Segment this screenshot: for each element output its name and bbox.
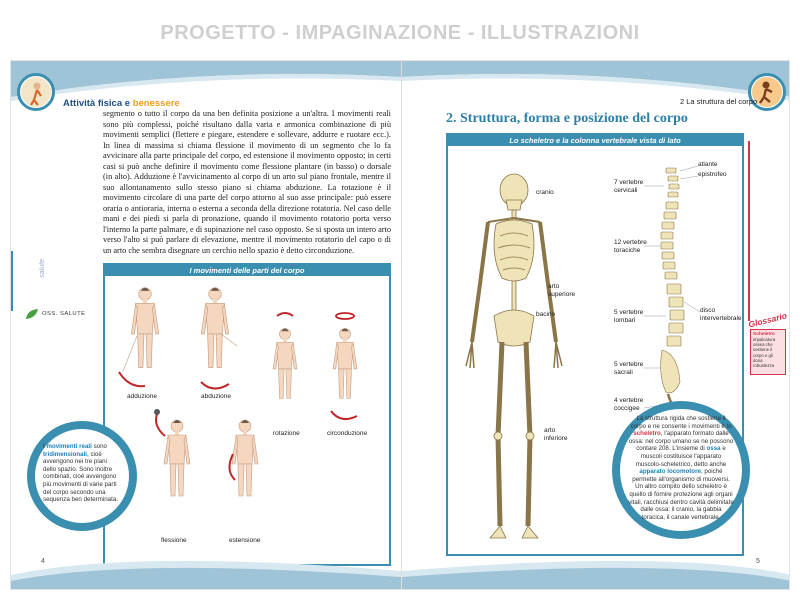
- sidebar-vertical-text: salute: [39, 259, 46, 278]
- sidebar-logo: OSS. SALUTE: [25, 308, 95, 320]
- label-lombari-1: 5 vertebre: [614, 309, 644, 316]
- left-header-medallion: [17, 73, 55, 111]
- callout-part: La struttura rigida che sostiene il corp…: [630, 415, 732, 430]
- callout-part: , poiché permette all'organismo di muove…: [628, 468, 734, 521]
- right-callout-disc: [620, 409, 742, 531]
- right-header-band: [402, 61, 789, 101]
- right-header-medallion: [748, 73, 786, 111]
- glossary-term: Scheletro: [753, 332, 775, 337]
- project-title: PROGETTO - IMPAGINAZIONE - ILLUSTRAZIONI: [160, 22, 640, 44]
- left-page-number: 4: [41, 558, 45, 565]
- callout-highlight: ossa: [706, 445, 721, 453]
- callout-part: sono: [91, 443, 107, 450]
- label-epistrofeo: epistrofeo: [698, 171, 727, 178]
- label-cervicali-2: cervicali: [614, 187, 638, 194]
- glossary-rule: [748, 141, 750, 321]
- label-toraciche-1: 12 vertebre: [614, 239, 647, 246]
- label-sacrali-2: sacrali: [614, 369, 633, 376]
- right-callout-text: La struttura rigida che sostiene il corp…: [628, 415, 734, 521]
- header-label-accent: benessere: [132, 98, 180, 109]
- athlete-icon: [21, 77, 51, 107]
- movements-box-title: I movimenti delle parti del corpo: [105, 265, 389, 276]
- label-arto-superiore-2: superiore: [548, 291, 576, 298]
- label-cervicali-1: 7 vertebre: [614, 179, 644, 186]
- label-abduzione: abduzione: [201, 393, 231, 400]
- left-footer-wave: [11, 560, 401, 589]
- callout-highlight: apparato locomotore: [639, 468, 701, 476]
- callout-part: I: [43, 443, 47, 450]
- right-page-number: 5: [756, 558, 760, 565]
- glossary-box: Scheletro impalcatura ossea che sostiene…: [750, 329, 786, 375]
- label-rotazione: rotazione: [273, 430, 300, 437]
- callout-highlight: movimenti reali: [46, 443, 92, 450]
- callout-part: e muscoli costituisce l'apparato muscolo…: [635, 445, 727, 468]
- sidebar-logo-text: OSS. SALUTE: [42, 311, 86, 317]
- label-arto-superiore-1: arto: [548, 283, 560, 290]
- label-coccigee-1: 4 vertebre: [614, 397, 644, 404]
- callout-part: , l'apparato formato dalle ossa: nel cor…: [628, 430, 734, 453]
- label-disco-1: disco: [700, 307, 716, 314]
- movements-illustration: [118, 287, 358, 497]
- callout-highlight: scheletro: [633, 430, 661, 438]
- left-callout-text: I movimenti reali sono tridimensionali, …: [43, 443, 121, 504]
- skeleton-box-title: Lo scheletro e la colonna vertebrale vis…: [448, 135, 742, 146]
- right-page: 2 La struttura del corpo 2. Struttura, f…: [401, 61, 789, 589]
- right-footer-wave: [402, 560, 789, 589]
- label-arto-inferiore-1: arto: [544, 427, 556, 434]
- leaf-icon: [26, 309, 38, 319]
- label-toraciche-2: toraciche: [614, 247, 641, 254]
- left-body-text: segmento o tutto il corpo da una ben def…: [103, 109, 391, 255]
- glossary-definition: impalcatura ossea che sostiene il corpo …: [753, 337, 776, 369]
- runner-icon: [752, 77, 782, 107]
- label-adduzione: adduzione: [127, 393, 157, 400]
- right-header-label: 2 La struttura del corpo: [680, 97, 758, 106]
- label-disco-2: intervertebrale: [700, 315, 742, 322]
- label-circonduzione: circonduzione: [327, 430, 368, 437]
- label-flessione: flessione: [161, 537, 187, 544]
- book-spread: Attività fisica e benessere segmento o t…: [10, 60, 790, 590]
- callout-highlight: tridimensionali: [43, 450, 88, 458]
- label-bacino: bacino: [536, 311, 556, 318]
- left-header-label: Attività fisica e benessere: [63, 98, 180, 109]
- left-page: Attività fisica e benessere segmento o t…: [11, 61, 401, 589]
- left-sidebar-rule: [11, 251, 13, 311]
- label-coccigee-2: coccigee: [614, 405, 640, 412]
- label-cranio: cranio: [536, 189, 554, 196]
- glossary-title: Glossario: [747, 310, 788, 330]
- label-atlante: atlante: [698, 161, 718, 168]
- label-arto-inferiore-2: inferiore: [544, 435, 568, 442]
- label-lombari-2: lombari: [614, 317, 636, 324]
- left-header-band: [11, 61, 401, 101]
- left-callout-disc: [35, 429, 129, 523]
- label-estensione: estensione: [229, 537, 261, 544]
- header-label-main: Attività fisica e: [63, 98, 133, 109]
- section-title: 2. Struttura, forma e posizione del corp…: [446, 111, 688, 126]
- movements-figure-box: I movimenti delle parti del corpo: [103, 263, 391, 566]
- skeleton-illustration: [465, 165, 701, 539]
- callout-part: , cioè avvengono nei tre piani dello spa…: [43, 450, 118, 504]
- label-sacrali-1: 5 vertebre: [614, 361, 644, 368]
